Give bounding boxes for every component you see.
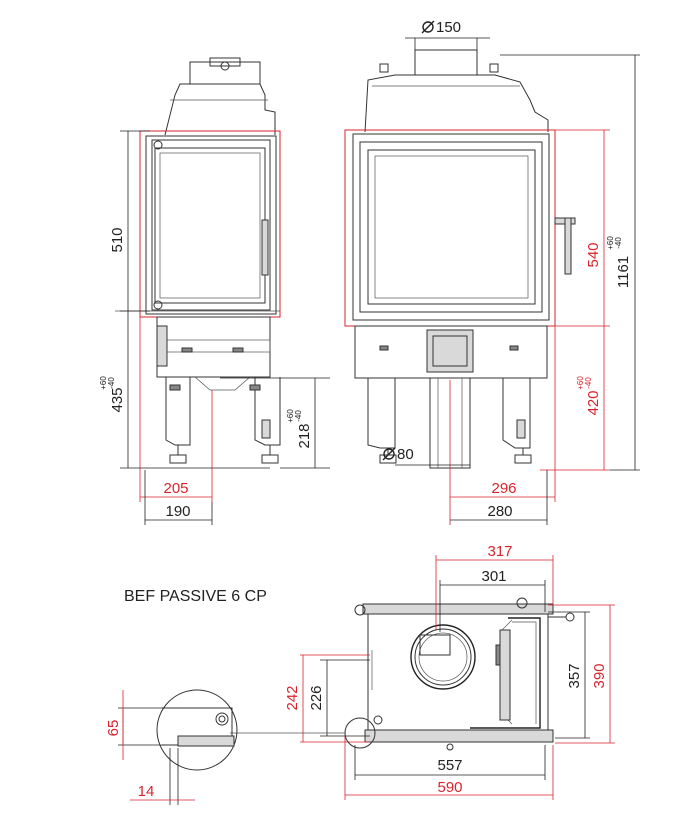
dim-front-190: 190 <box>165 503 190 520</box>
dim-plan-301: 301 <box>481 568 506 585</box>
dim-side-420: 420 <box>585 390 602 415</box>
front-dimensions <box>120 130 330 525</box>
dim-plan-357: 357 <box>566 663 583 688</box>
diameter-icon <box>382 447 396 461</box>
detail-view <box>118 689 376 805</box>
dim-plan-226: 226 <box>308 685 325 710</box>
dim-front-218-tol-upper: +60 <box>286 409 295 423</box>
side-dimensions <box>395 54 640 525</box>
dim-plan-590: 590 <box>437 779 462 796</box>
dim-front-205: 205 <box>163 480 188 497</box>
dim-total-1161-tol-upper: +60 <box>606 236 615 250</box>
dim-plan-242: 242 <box>284 685 301 710</box>
plan-labels: 317 301 357 390 242 226 557 590 <box>284 543 608 796</box>
dim-side-540: 540 <box>585 242 602 267</box>
dim-side-420-tol-lower: -40 <box>584 377 593 389</box>
dim-total-1161: 1161 <box>615 256 632 288</box>
detail-labels: 65 14 <box>105 720 154 800</box>
dim-side-420-tol-upper: +60 <box>576 376 585 390</box>
dim-inlet-80: 80 <box>397 446 414 463</box>
dim-side-280: 280 <box>487 503 512 520</box>
dim-detail-65: 65 <box>105 720 122 737</box>
plan-dimensions <box>300 555 615 800</box>
dim-front-218: 218 <box>296 423 313 448</box>
side-labels: 150 80 540 420 +60 -40 1161 +60 -40 296 … <box>382 19 632 520</box>
dim-plan-390: 390 <box>591 663 608 688</box>
dim-front-218-tol-lower: -40 <box>294 410 303 422</box>
diameter-icon <box>421 20 435 34</box>
plan-view <box>354 597 575 751</box>
dim-side-296: 296 <box>491 480 516 497</box>
dim-flue-150: 150 <box>436 19 461 36</box>
dim-plan-557: 557 <box>437 757 462 774</box>
dim-front-435: 435 <box>109 387 126 412</box>
dim-front-510: 510 <box>109 227 126 252</box>
front-labels: 510 435 +60 -40 218 +60 -40 205 190 <box>99 227 313 520</box>
model-title: BEF PASSIVE 6 CP <box>124 588 267 605</box>
dim-detail-14: 14 <box>138 783 155 800</box>
dim-front-435-tol-lower: -40 <box>107 377 116 389</box>
front-view <box>115 57 281 464</box>
dim-front-435-tol-upper: +60 <box>99 376 108 390</box>
side-view <box>344 37 576 469</box>
dim-total-1161-tol-lower: -40 <box>614 237 623 249</box>
dim-plan-317: 317 <box>487 543 512 560</box>
